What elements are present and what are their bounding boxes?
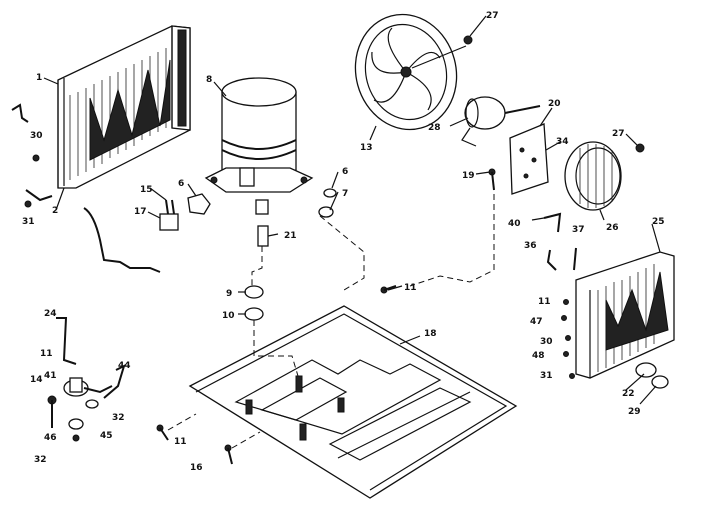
callout-14: 14 (30, 375, 43, 385)
callout-27: 27 (486, 11, 499, 21)
base-pan (188, 305, 518, 499)
compressor (204, 77, 314, 193)
callout-40: 40 (508, 219, 521, 229)
motor-bracket (509, 123, 549, 195)
callout-28: 28 (428, 123, 441, 133)
callout-25: 25 (652, 217, 665, 227)
evaporator-coil (575, 251, 675, 379)
callouts: 1 2 6 6 7 8 9 10 11 11 11 11 13 14 15 16… (22, 11, 665, 473)
capillary-tube (83, 207, 161, 273)
callout-47: 47 (530, 317, 543, 327)
callout-29: 29 (628, 407, 641, 417)
callout-27: 27 (612, 129, 625, 139)
callout-22: 22 (622, 389, 635, 399)
fan-shroud (354, 13, 458, 131)
callout-11: 11 (538, 297, 551, 307)
overload-protector (159, 199, 179, 231)
suction-fitting (255, 199, 269, 247)
callout-44: 44 (118, 361, 131, 371)
callout-11: 11 (404, 283, 417, 293)
drain-fitting (635, 362, 669, 389)
callout-30: 30 (30, 131, 43, 141)
fan-motor (461, 96, 541, 147)
blower-wheel (564, 141, 622, 211)
callout-13: 13 (360, 143, 373, 153)
callout-26: 26 (606, 223, 619, 233)
callout-6: 6 (178, 179, 184, 189)
callout-11: 11 (174, 437, 187, 447)
callout-6: 6 (342, 167, 348, 177)
callout-20: 20 (548, 99, 561, 109)
callout-36: 36 (524, 241, 537, 251)
terminal-cover (187, 193, 211, 215)
coil-clips (11, 103, 53, 202)
callout-9: 9 (226, 289, 232, 299)
callout-31: 31 (22, 217, 35, 227)
callout-31: 31 (540, 371, 553, 381)
callout-8: 8 (206, 75, 212, 85)
callout-1: 1 (36, 73, 42, 83)
callout-41: 41 (44, 371, 57, 381)
callout-45: 45 (100, 431, 113, 441)
callout-30: 30 (540, 337, 553, 347)
callout-11: 11 (40, 349, 53, 359)
mounting-grommets (244, 285, 264, 321)
condenser-coil (57, 25, 191, 189)
valve-assembly (47, 317, 126, 442)
callout-2: 2 (52, 206, 58, 216)
callout-19: 19 (462, 171, 475, 181)
callout-21: 21 (284, 231, 297, 241)
callout-32: 32 (112, 413, 125, 423)
callout-46: 46 (44, 433, 57, 443)
callout-10: 10 (222, 311, 235, 321)
callout-15: 15 (140, 185, 153, 195)
callout-24: 24 (44, 309, 57, 319)
fasteners (24, 168, 575, 465)
callout-48: 48 (532, 351, 545, 361)
grommets (318, 188, 337, 218)
callout-34: 34 (556, 137, 569, 147)
callout-16: 16 (190, 463, 203, 473)
assembly-lines (167, 194, 495, 449)
callout-17: 17 (134, 207, 147, 217)
sensor-bulbs (543, 212, 577, 271)
callout-32: 32 (34, 455, 47, 465)
callout-37: 37 (572, 225, 585, 235)
callout-18: 18 (424, 329, 437, 339)
callout-7: 7 (342, 189, 348, 199)
leader-lines (43, 15, 661, 405)
